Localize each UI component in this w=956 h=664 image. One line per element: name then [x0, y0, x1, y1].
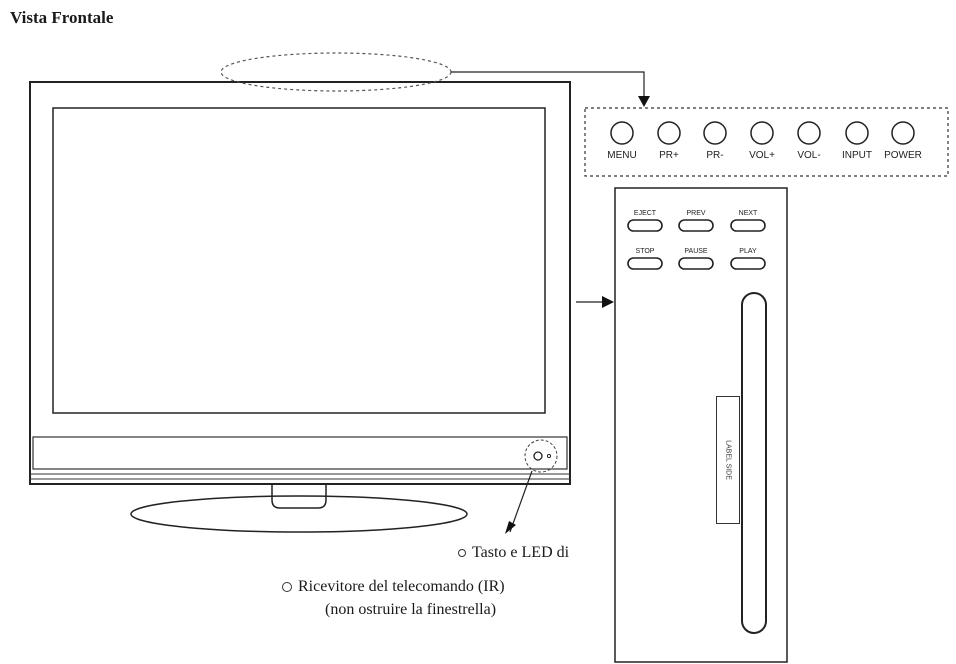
tv-frame: [29, 81, 571, 485]
ir-annotation-line1: Ricevitore del telecomando (IR): [282, 578, 505, 596]
led-icon: [546, 453, 552, 459]
pr-minus-button-label: PR-: [706, 150, 724, 161]
ir-window-highlight: [524, 439, 558, 473]
menu-button-label: MENU: [607, 150, 637, 161]
play-button-icon: [730, 257, 766, 270]
vol-minus-button-label: VOL-: [797, 150, 821, 161]
label-side-text: LABEL SIDE: [724, 440, 732, 480]
tv-stand-neck: [271, 484, 327, 509]
ir-pointer-head: [505, 521, 516, 534]
top-buttons-highlight: [220, 52, 452, 92]
panel-button-circles: [610, 121, 915, 145]
next-button-icon: [730, 219, 766, 232]
prev-button-icon: [678, 219, 714, 232]
input-button-icon: [845, 121, 869, 145]
power-button-icon: [891, 121, 915, 145]
input-button-label: INPUT: [842, 150, 872, 161]
pause-button-icon: [678, 257, 714, 270]
ir-label-line2: (non ostruire la finestrella): [325, 601, 497, 618]
stop-button-icon: [627, 257, 663, 270]
led-annotation: Tasto e LED di: [458, 544, 569, 562]
play-button-label: PLAY: [739, 248, 757, 255]
label-side-sticker: LABEL SIDE: [716, 396, 740, 524]
page-title: Vista Frontale: [10, 8, 114, 27]
tv-stand-base: [130, 495, 468, 533]
disc-slot: [741, 292, 767, 634]
ir-pointer-line: [509, 470, 533, 533]
pause-button-label: PAUSE: [684, 248, 708, 255]
eject-button-icon: [627, 219, 663, 232]
top-arrow-line: [451, 71, 645, 98]
dvd-side-panel: [614, 187, 788, 663]
prev-button-label: PREV: [686, 210, 706, 217]
next-button-label: NEXT: [738, 210, 758, 217]
ir-sensor-icon: [533, 451, 543, 461]
ir-label-line1: Ricevitore del telecomando (IR): [298, 578, 505, 595]
side-buttons-panel: [584, 107, 949, 177]
menu-button-icon: [610, 121, 634, 145]
top-arrow-head: [638, 96, 650, 107]
led-bullet-icon: [458, 549, 466, 558]
tv-bottom-bar: [32, 436, 568, 470]
led-label: Tasto e LED di: [472, 544, 570, 561]
pr-minus-button-icon: [703, 121, 727, 145]
vol-plus-button-icon: [750, 121, 774, 145]
ir-bullet-icon: [282, 582, 292, 593]
pr-plus-button-label: PR+: [659, 150, 679, 161]
tv-screen: [52, 107, 546, 414]
stop-button-label: STOP: [635, 248, 655, 255]
power-button-label: POWER: [884, 150, 922, 161]
dvd-buttons: [627, 219, 766, 270]
side-arrow-head: [602, 296, 614, 308]
vol-plus-button-label: VOL+: [749, 150, 775, 161]
pr-plus-button-icon: [657, 121, 681, 145]
eject-button-label: EJECT: [633, 210, 657, 217]
vol-minus-button-icon: [797, 121, 821, 145]
